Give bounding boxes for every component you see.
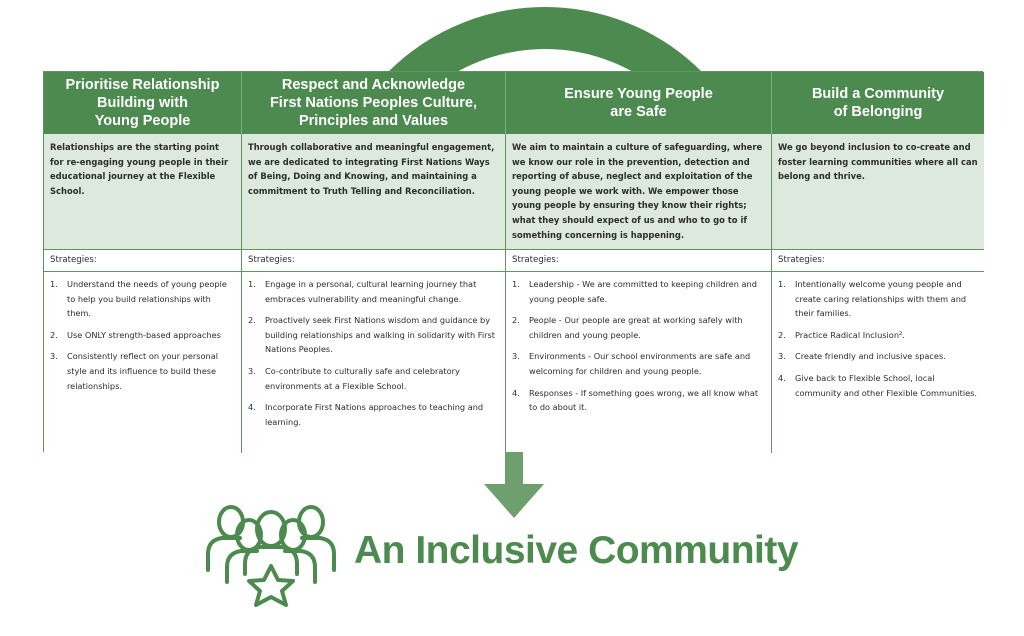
strategy-list-belonging: 1. Intentionally welcome young people and… [772, 272, 984, 453]
strategies-label: Strategies: [772, 250, 984, 272]
strategy-item: 1. Intentionally welcome young people and… [778, 277, 978, 321]
strategy-number: 4. [778, 372, 786, 383]
strategy-text: Give back to Flexible School, local comm… [795, 372, 978, 398]
column-heading-relationships: Prioritise Relationship Building with Yo… [44, 72, 242, 134]
strategy-item: 2. Use ONLY strength-based approaches [50, 328, 235, 343]
strategy-item: 3. Environments - Our school environments… [512, 349, 765, 378]
column-heading-belonging: Build a Community of Belonging [772, 72, 984, 134]
strategy-text: Proactively seek First Nations wisdom an… [265, 315, 495, 355]
strategy-text: Engage in a personal, cultural learning … [265, 279, 477, 304]
strategy-item: 2. People - Our people are great at worki… [512, 313, 765, 342]
strategy-item: 3. Consistently reflect on your personal … [50, 349, 235, 393]
strategy-item: 2. Proactively seek First Nations wisdom … [248, 313, 499, 357]
strategy-number: 3. [248, 365, 256, 376]
inclusive-community-title: An Inclusive Community [354, 529, 799, 572]
strategy-text: Environments - Our school environments a… [529, 351, 751, 376]
strategy-text: Understand the needs of young people to … [67, 279, 227, 319]
strategy-item: 1. Engage in a personal, cultural learnin… [248, 277, 499, 306]
strategy-text: Consistently reflect on your personal st… [67, 351, 218, 391]
values-table: Prioritise Relationship Building with Yo… [43, 71, 984, 453]
column-heading-safety: Ensure Young People are Safe [506, 72, 772, 134]
strategy-number: 1. [50, 279, 58, 289]
people-with-star-icon [206, 505, 336, 607]
strategy-item: 3. Create friendly and inclusive spaces. [778, 349, 978, 364]
strategy-item: 4. Responses - If something goes wrong, w… [512, 386, 765, 415]
strategy-list-safety: 1. Leadership - We are committed to keepi… [506, 272, 772, 453]
strategy-number: 3. [50, 351, 58, 362]
strategy-number: 3. [512, 351, 520, 362]
strategy-number: 1. [512, 279, 520, 289]
down-arrow-icon [484, 452, 544, 518]
strategy-text: Leadership - We are committed to keeping… [529, 279, 757, 304]
column-description-first-nations: Through collaborative and meaningful eng… [242, 134, 506, 250]
column-description-safety: We aim to maintain a culture of safeguar… [506, 134, 772, 250]
strategy-text: Intentionally welcome young people and c… [795, 279, 967, 319]
strategy-number: 1. [248, 279, 256, 289]
strategy-text: Incorporate First Nations approaches to … [265, 402, 484, 427]
column-description-belonging: We go beyond inclusion to co-create and … [772, 134, 984, 250]
strategy-item: 3. Co-contribute to culturally safe and c… [248, 364, 499, 393]
strategy-item: 4. Incorporate First Nations approaches t… [248, 400, 499, 429]
strategies-label: Strategies: [44, 250, 242, 272]
strategy-item: 1. Leadership - We are committed to keepi… [512, 277, 765, 306]
strategy-text: Create friendly and inclusive spaces. [795, 351, 946, 362]
strategy-text: Responses - If something goes wrong, we … [529, 387, 759, 413]
strategy-text: Use ONLY strength-based approaches [67, 329, 221, 340]
strategies-label: Strategies: [506, 250, 772, 272]
strategy-item: 4. Give back to Flexible School, local co… [778, 371, 978, 400]
strategy-number: 4. [512, 387, 520, 398]
strategy-text: People - Our people are great at working… [529, 315, 743, 340]
strategy-number: 2. [50, 329, 58, 340]
column-heading-first-nations: Respect and Acknowledge First Nations Pe… [242, 72, 506, 134]
strategy-text: Co-contribute to culturally safe and cel… [265, 365, 460, 391]
strategy-number: 2. [248, 315, 256, 326]
strategy-number: 2. [512, 315, 520, 326]
strategy-list-first-nations: 1. Engage in a personal, cultural learnin… [242, 272, 506, 453]
strategy-number: 3. [778, 351, 786, 362]
strategy-list-relationships: 1. Understand the needs of young people t… [44, 272, 242, 453]
strategy-item: 2. Practice Radical Inclusion². [778, 328, 978, 343]
strategy-item: 1. Understand the needs of young people t… [50, 277, 235, 321]
strategies-label: Strategies: [242, 250, 506, 272]
strategy-number: 4. [248, 402, 256, 413]
strategy-number: 1. [778, 279, 786, 289]
column-description-relationships: Relationships are the starting point for… [44, 134, 242, 250]
strategy-text: Practice Radical Inclusion². [795, 329, 905, 340]
strategy-number: 2. [778, 329, 786, 340]
